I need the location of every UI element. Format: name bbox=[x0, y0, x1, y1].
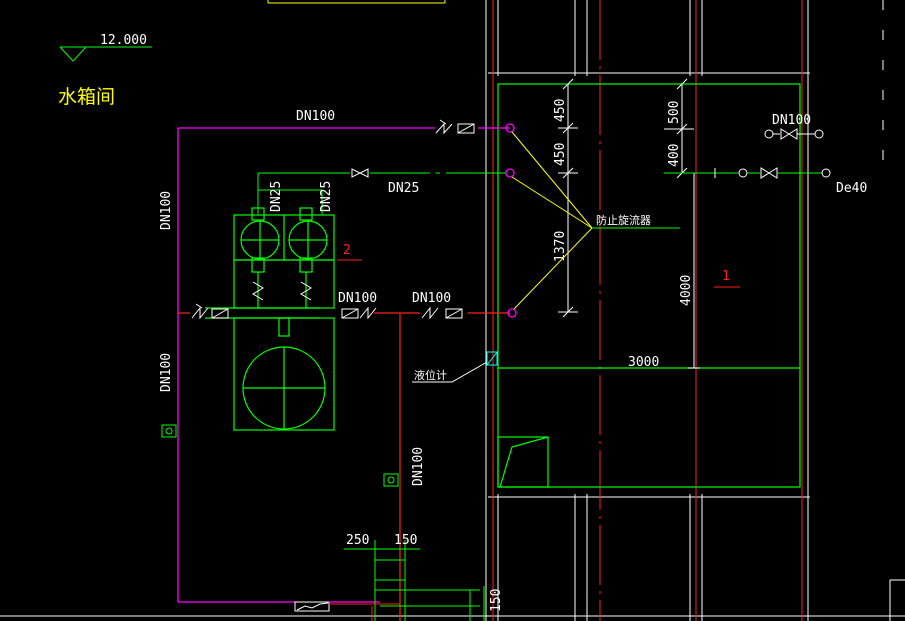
tank-dimensions-left bbox=[558, 78, 578, 318]
inlet-nozzle bbox=[505, 123, 515, 133]
riser-fitting bbox=[383, 473, 399, 487]
label-dn25-pump-a: DN25 bbox=[269, 181, 284, 212]
label-level-gauge: 液位计 bbox=[414, 368, 447, 382]
elevation-label: 12.000 bbox=[100, 33, 147, 48]
dn25-valve-b bbox=[358, 168, 369, 178]
elevation-marker: 12.000 bbox=[59, 33, 152, 62]
outlet-nozzle bbox=[507, 308, 517, 318]
dim-400: 400 bbox=[667, 144, 682, 167]
label-de40: De40 bbox=[836, 181, 867, 196]
label-anti-vortex: 防止旋流器 bbox=[596, 213, 651, 227]
anti-vortex-leaders bbox=[511, 131, 593, 310]
floor-hatch bbox=[294, 601, 330, 612]
dim-250: 250 bbox=[346, 533, 369, 548]
left-pipe-fitting bbox=[161, 424, 177, 438]
inlet-valve bbox=[435, 119, 475, 135]
tank-1-label: 1 bbox=[722, 269, 730, 284]
dim-500: 500 bbox=[667, 101, 682, 124]
dim-150-vertical: 150 bbox=[489, 589, 504, 612]
dn25-pipe bbox=[257, 172, 510, 214]
top-frame-fragment bbox=[267, 0, 446, 4]
water-tank-1 bbox=[497, 83, 801, 488]
pump-check-valves bbox=[252, 281, 312, 301]
dn25-valve-a bbox=[351, 168, 362, 178]
level-gauge: 液位计 bbox=[412, 351, 498, 383]
label-dn100-top: DN100 bbox=[296, 109, 335, 124]
label-dn100-riser: DN100 bbox=[411, 447, 426, 486]
label-dn100-mid-b: DN100 bbox=[412, 291, 451, 306]
dn25-nozzle bbox=[505, 168, 515, 178]
outlet-valves bbox=[191, 303, 463, 320]
bottom-red-lines bbox=[330, 603, 400, 621]
dim-1370: 1370 bbox=[553, 231, 568, 262]
dim-3000: 3000 bbox=[628, 355, 659, 370]
axis-lines bbox=[492, 0, 803, 621]
label-dn100-right: DN100 bbox=[772, 113, 811, 128]
inlet-pipe-dn100 bbox=[177, 127, 510, 603]
dim-150-horizontal: 150 bbox=[394, 533, 417, 548]
dim-450-middle: 450 bbox=[553, 143, 568, 166]
label-dn25-pump-b: DN25 bbox=[319, 181, 334, 212]
label-dn100-left-lower: DN100 bbox=[159, 353, 174, 392]
bottom-dimensions bbox=[344, 540, 485, 621]
pump-assembly bbox=[205, 207, 335, 431]
label-dn100-mid-a: DN100 bbox=[338, 291, 377, 306]
label-dn100-left-upper: DN100 bbox=[159, 191, 174, 230]
dim-4000: 4000 bbox=[679, 275, 694, 306]
dim-450-top: 450 bbox=[553, 99, 568, 122]
right-fittings bbox=[664, 128, 831, 179]
marker-2: 2 bbox=[343, 243, 351, 258]
outlet-pipe-dn100 bbox=[178, 312, 510, 621]
room-name: 水箱间 bbox=[58, 86, 115, 108]
label-dn25: DN25 bbox=[388, 181, 419, 196]
